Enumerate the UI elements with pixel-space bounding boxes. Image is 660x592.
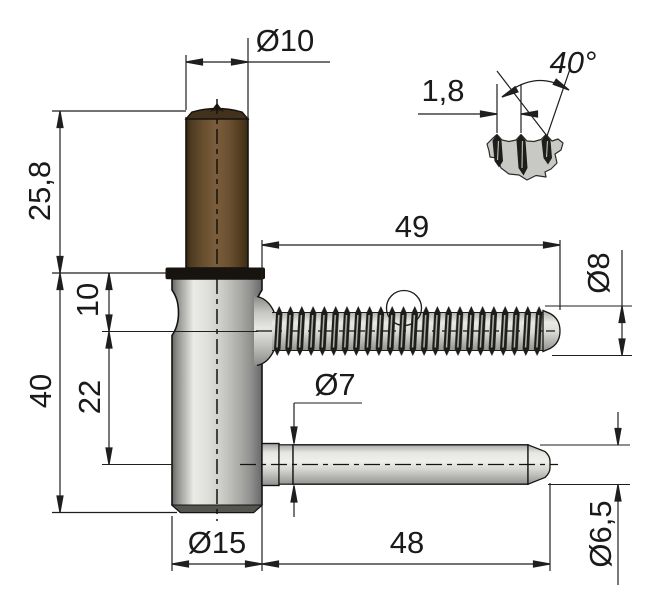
dim-label-offset-top: 10 [70, 283, 105, 317]
body-bottom-chamfer [170, 504, 264, 513]
dimension-annotations: Ø10 25,8 40 10 22 [22, 23, 632, 585]
dim-pin-diameter: Ø10 [185, 23, 330, 117]
cap-ring [165, 267, 265, 280]
detail-pitch-dimension: 1,8 [418, 73, 539, 133]
top-pivot-pin [165, 99, 265, 521]
detail-angle-dimension: 40° [496, 45, 597, 137]
thread-detail-view: 1,8 40° [418, 45, 597, 181]
dim-label-thread-diameter: Ø8 [581, 252, 616, 293]
dim-label-body-diameter: Ø15 [188, 525, 247, 560]
dim-label-thread-pitch: 1,8 [421, 73, 464, 108]
dim-body-diameter-and-stud-length: Ø15 48 [171, 483, 551, 571]
hinge-cup-body [170, 278, 264, 514]
dim-label-thread-angle: 40° [550, 45, 597, 80]
dim-label-collar-diameter: Ø7 [314, 367, 355, 402]
dim-label-body-length: 40 [23, 374, 58, 408]
dim-label-stud-length: 48 [390, 525, 424, 560]
dim-centre-offsets: 10 22 [70, 272, 258, 466]
dim-thread-length: 49 [261, 209, 561, 310]
dim-label-tip-diameter: Ø6,5 [583, 500, 618, 567]
dim-label-pin-diameter: Ø10 [256, 23, 315, 58]
bottom-stud [240, 442, 558, 487]
dim-label-offset-pins: 22 [72, 380, 107, 414]
thread-ridges [273, 306, 543, 356]
dim-thread-diameter: Ø8 [545, 250, 632, 357]
detail-thread-ridges [492, 134, 552, 176]
dim-label-pin-length: 25,8 [22, 161, 57, 221]
dim-label-thread-length: 49 [395, 209, 429, 244]
stud-tip-cone [527, 443, 551, 486]
threaded-stud [254, 289, 561, 367]
dim-collar-diameter: Ø7 [290, 367, 362, 517]
dim-tip-diameter: Ø6,5 [540, 412, 630, 585]
